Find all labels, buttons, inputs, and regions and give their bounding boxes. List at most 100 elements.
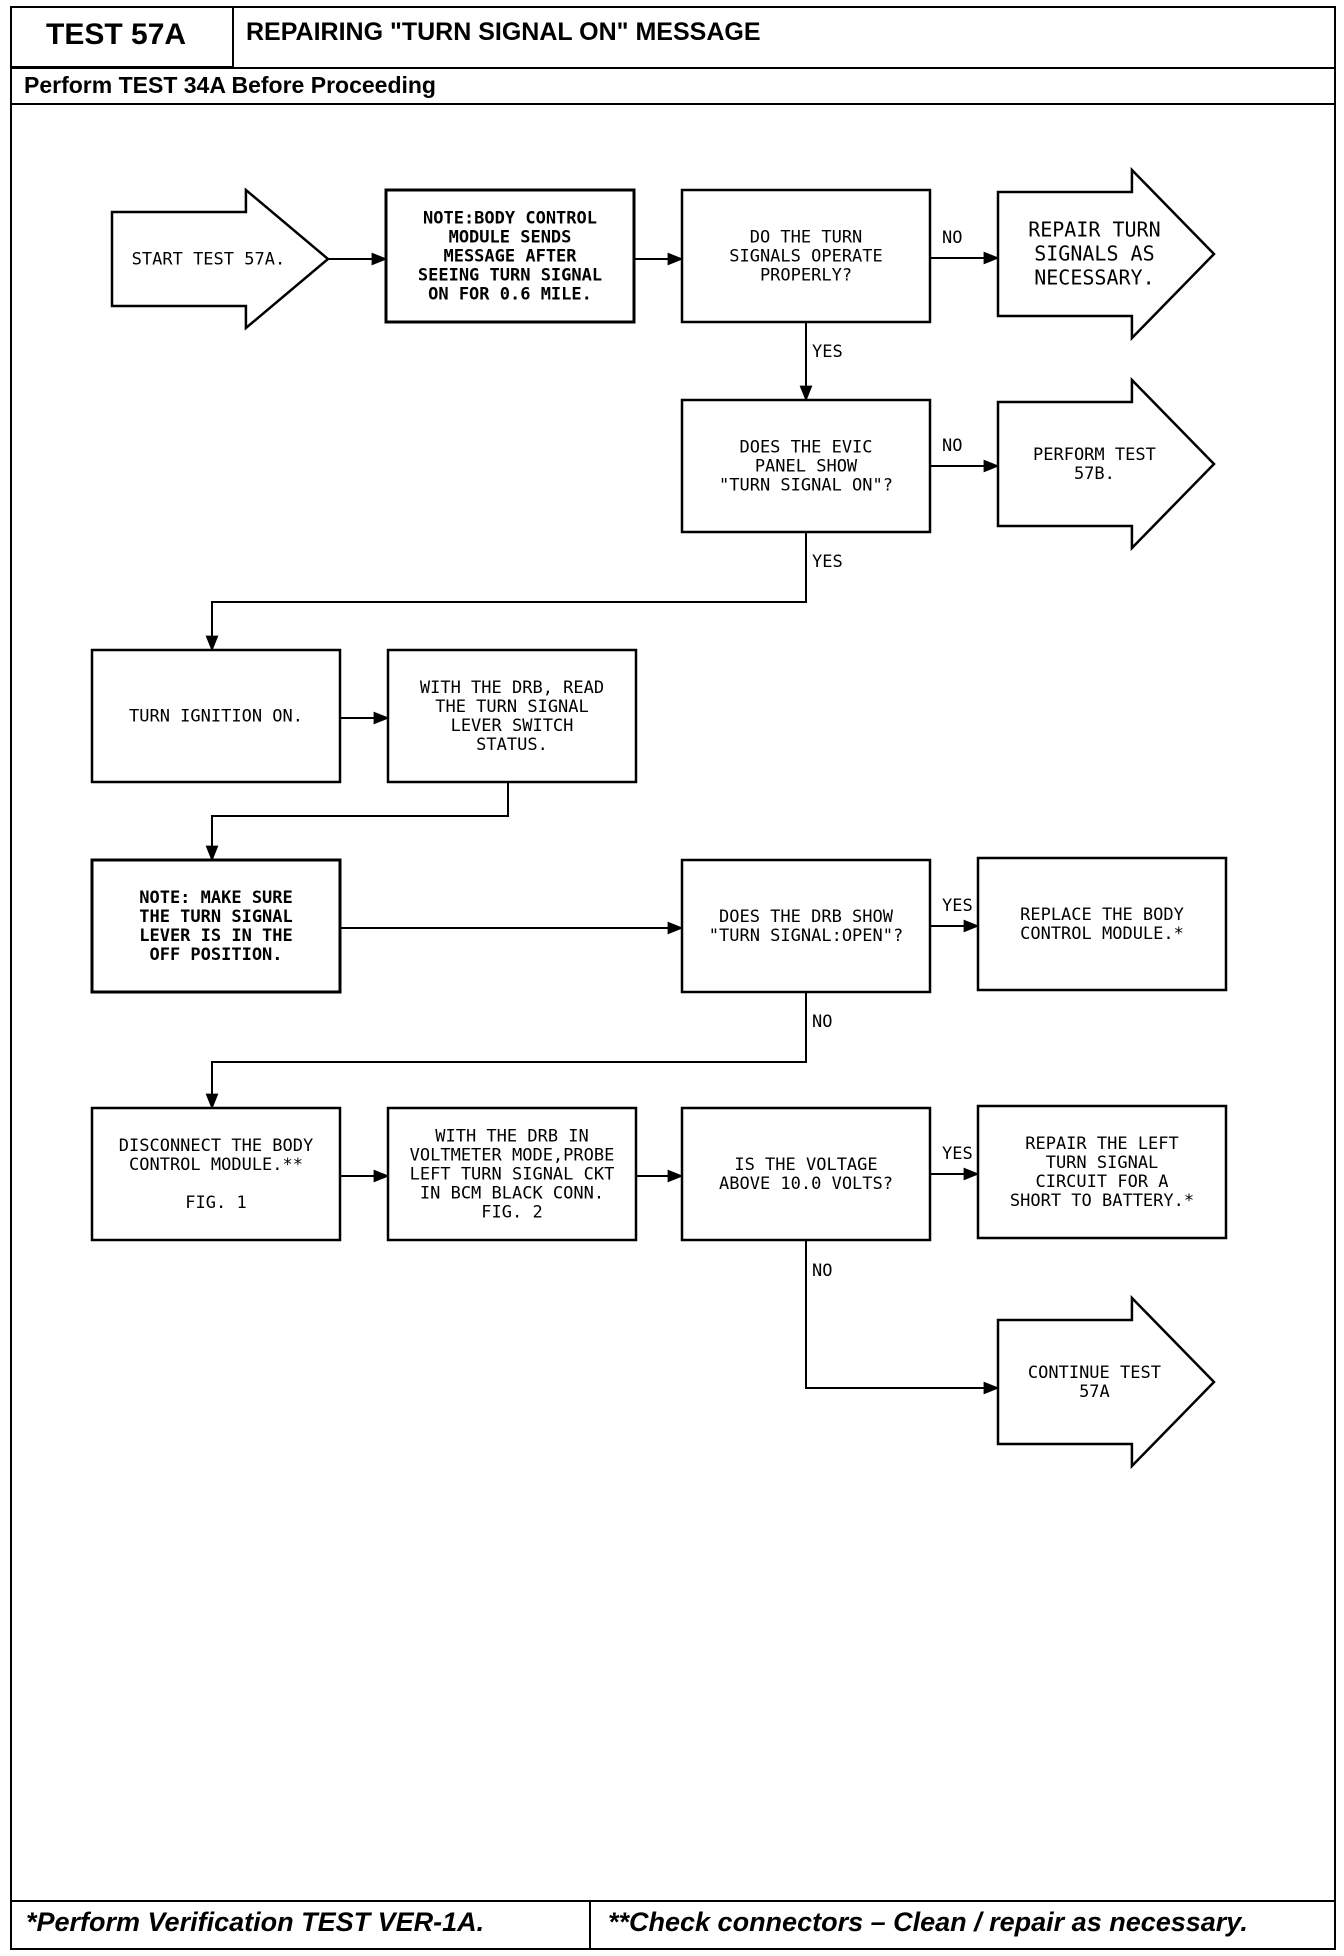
label-yes-evic: YES bbox=[812, 552, 843, 572]
node-text-line: LEFT TURN SIGNAL CKT bbox=[410, 1164, 615, 1184]
node-text-line: 57B. bbox=[1074, 464, 1115, 484]
node-shape bbox=[90, 1106, 342, 1242]
node-shape bbox=[110, 187, 330, 331]
node-shape bbox=[90, 648, 342, 784]
edge-voltage-no-to-continue bbox=[805, 1240, 1000, 1395]
node-text-line: REPAIR TURN bbox=[1028, 218, 1160, 242]
node-text-line: IS THE VOLTAGE bbox=[734, 1155, 877, 1175]
label-yes-turn-signals: YES bbox=[812, 342, 843, 362]
node-shape bbox=[996, 376, 1216, 552]
node-shape bbox=[680, 398, 932, 534]
footer-divider bbox=[10, 1900, 1336, 1902]
prerequisite-divider bbox=[10, 103, 1336, 105]
node-text-line: DOES THE EVIC bbox=[739, 437, 872, 457]
node-shape bbox=[680, 858, 932, 994]
node-text-line: SEEING TURN SIGNAL bbox=[418, 265, 602, 285]
node-shape bbox=[386, 1106, 638, 1242]
node-text-line: LEVER IS IN THE bbox=[139, 926, 293, 946]
node-shape bbox=[996, 1294, 1216, 1470]
node-text-line: IN BCM BLACK CONN. bbox=[420, 1183, 604, 1203]
edge-read-to-note bbox=[205, 782, 509, 862]
prerequisite-note: Perform TEST 34A Before Proceeding bbox=[24, 72, 436, 98]
node-text-line: REPAIR THE LEFT bbox=[1025, 1134, 1179, 1154]
node-shape bbox=[386, 648, 638, 784]
node-text-line: MODULE SENDS bbox=[449, 227, 572, 247]
test-id: TEST 57A bbox=[46, 18, 187, 51]
node-text-line: CIRCUIT FOR A bbox=[1035, 1172, 1168, 1192]
node-text-line: NECESSARY. bbox=[1034, 266, 1154, 290]
node-text-line: THE TURN SIGNAL bbox=[139, 907, 293, 927]
label-yes-voltage: YES bbox=[942, 1144, 973, 1164]
node-text-line: FIG. 2 bbox=[481, 1202, 542, 1222]
node-text-line: 57A bbox=[1079, 1382, 1110, 1402]
node-ignition-on: TURN IGNITION ON. bbox=[90, 648, 342, 784]
node-text-line: THE TURN SIGNAL bbox=[435, 697, 589, 717]
node-text-line: MESSAGE AFTER bbox=[443, 246, 577, 266]
footer-verification-note: *Perform Verification TEST VER-1A. bbox=[26, 1907, 485, 1937]
node-text-line: TURN IGNITION ON. bbox=[129, 706, 303, 726]
node-text-line: WITH THE DRB, READ bbox=[420, 678, 604, 698]
node-text-line: "TURN SIGNAL ON"? bbox=[719, 475, 893, 495]
node-text-line: TURN SIGNAL bbox=[1046, 1153, 1159, 1173]
header-divider bbox=[10, 67, 1336, 69]
node-text-line: VOLTMETER MODE,PROBE bbox=[410, 1145, 615, 1165]
node-shape bbox=[384, 188, 636, 324]
node-text-line: NOTE:BODY CONTROL bbox=[423, 208, 597, 228]
label-no-turn-signals: NO bbox=[942, 228, 962, 248]
node-text-line: "TURN SIGNAL:OPEN"? bbox=[709, 926, 903, 946]
node-text-line: SHORT TO BATTERY.* bbox=[1010, 1191, 1194, 1211]
node-text-line: CONTINUE TEST bbox=[1028, 1363, 1161, 1383]
footer-separator bbox=[589, 1900, 591, 1950]
label-yes-open: YES bbox=[942, 896, 973, 916]
node-text-line: WITH THE DRB IN bbox=[435, 1126, 589, 1146]
node-start: START TEST 57A. bbox=[110, 187, 330, 331]
node-text-line: DISCONNECT THE BODY bbox=[119, 1136, 313, 1156]
node-text-line: PROPERLY? bbox=[760, 265, 852, 285]
node-text-line: SIGNALS OPERATE bbox=[729, 246, 883, 266]
node-text-line: SIGNALS AS bbox=[1034, 242, 1154, 266]
node-text-line: ABOVE 10.0 VOLTS? bbox=[719, 1174, 893, 1194]
node-text-line: REPLACE THE BODY bbox=[1020, 905, 1184, 925]
node-text-line: DO THE TURN bbox=[750, 227, 863, 247]
label-no-evic: NO bbox=[942, 436, 962, 456]
node-shape bbox=[996, 166, 1216, 342]
page-border bbox=[10, 6, 1336, 1950]
node-text-line: FIG. 1 bbox=[185, 1193, 246, 1213]
node-text-line: CONTROL MODULE.* bbox=[1020, 924, 1184, 944]
node-text-line: ON FOR 0.6 MILE. bbox=[428, 284, 592, 304]
node-text-line: PANEL SHOW bbox=[755, 456, 858, 476]
node-q-open: DOES THE DRB SHOW"TURN SIGNAL:OPEN"? bbox=[680, 858, 932, 994]
label-no-open: NO bbox=[812, 1012, 832, 1032]
node-text-line: LEVER SWITCH bbox=[451, 716, 574, 736]
node-text-line: DOES THE DRB SHOW bbox=[719, 907, 894, 927]
node-text-line: OFF POSITION. bbox=[149, 945, 282, 965]
node-text-line: START TEST 57A. bbox=[132, 249, 286, 269]
label-no-voltage: NO bbox=[812, 1261, 832, 1281]
edge-evic-yes-to-ignition bbox=[205, 532, 807, 652]
node-text-line: NOTE: MAKE SURE bbox=[139, 888, 293, 908]
page-title: REPAIRING "TURN SIGNAL ON" MESSAGE bbox=[246, 18, 761, 46]
node-text-line: STATUS. bbox=[476, 735, 548, 755]
node-shape bbox=[680, 1106, 932, 1242]
node-text-line: CONTROL MODULE.** bbox=[129, 1155, 303, 1175]
node-shape bbox=[680, 188, 932, 324]
node-text-line: PERFORM TEST bbox=[1033, 445, 1156, 465]
node-shape bbox=[976, 1104, 1228, 1240]
edge-open-no-to-disconnect bbox=[205, 992, 807, 1110]
footer-connector-note: **Check connectors – Clean / repair as n… bbox=[608, 1907, 1248, 1937]
node-shape bbox=[976, 856, 1228, 992]
